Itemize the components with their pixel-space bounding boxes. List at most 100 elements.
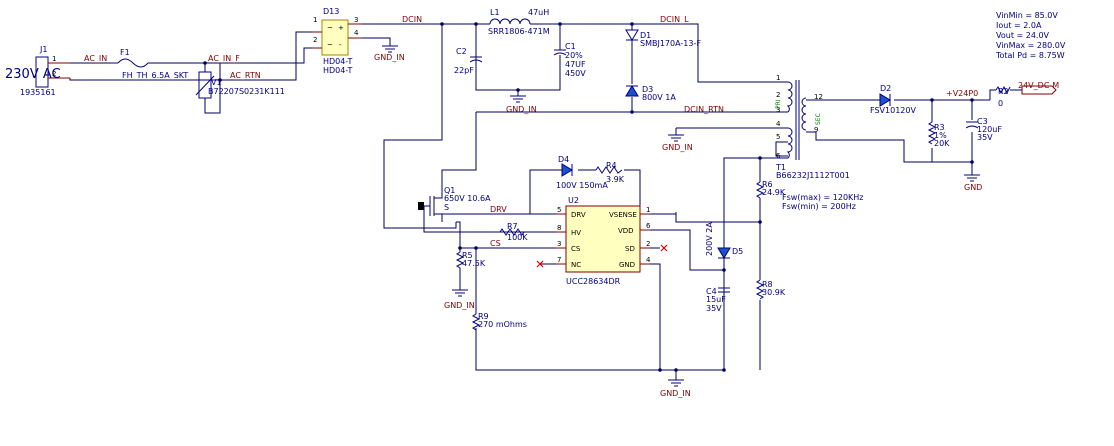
svg-text:VDD: VDD xyxy=(618,227,634,235)
diode-d3: D3 800V 1A xyxy=(625,85,676,102)
gnd-in-symbol-2: GND_IN xyxy=(506,95,537,114)
q1-pin-s: S xyxy=(444,203,449,212)
svg-text:6: 6 xyxy=(646,222,651,230)
l1-ref: L1 xyxy=(490,8,500,17)
svg-text:1: 1 xyxy=(313,16,317,24)
l1-part: SRR1806-471M xyxy=(488,27,550,36)
net-cs: CS xyxy=(490,239,501,248)
d4-ref: D4 xyxy=(558,155,569,164)
resistor-r3: R3 1% 20K xyxy=(927,121,950,148)
r7-value: 100K xyxy=(507,233,528,242)
t1-pri-label: PRI xyxy=(775,99,782,109)
d2-value: FSV10120V xyxy=(870,106,916,115)
spec-1: Iout = 2.0A xyxy=(996,21,1042,30)
connector-j1: J1 230V AC 1935161 1 2 xyxy=(5,45,70,97)
varistor-v1: V1 B72207S0231K111 xyxy=(195,71,285,99)
u2-ref: U2 xyxy=(568,196,579,205)
svg-text:GND_IN: GND_IN xyxy=(662,143,693,152)
inductor-l1: L1 47uH SRR1806-471M xyxy=(488,8,550,36)
resistor-r5: R5 47.5K xyxy=(455,251,486,269)
diode-d2: D2 FSV10120V xyxy=(870,84,916,115)
svg-text:12: 12 xyxy=(814,93,823,101)
net-ac-in-f: AC_IN_F xyxy=(208,54,240,63)
r2-value: 0 xyxy=(998,99,1003,108)
svg-text:GND: GND xyxy=(964,183,982,192)
svg-text:NC: NC xyxy=(571,261,581,269)
svg-text:2: 2 xyxy=(776,91,780,99)
svg-text:GND: GND xyxy=(619,261,635,269)
d3-value: 800V 1A xyxy=(642,93,676,102)
r9-value: 270 mOhms xyxy=(478,320,527,329)
svg-text:3: 3 xyxy=(776,106,780,114)
svg-text:4: 4 xyxy=(354,29,359,37)
t1-ref: T1 xyxy=(775,163,786,172)
gnd-symbol: GND xyxy=(964,174,982,192)
r4-ref: R4 xyxy=(606,161,617,170)
r8-value: 30.9K xyxy=(762,288,786,297)
f1-value: FH_TH_6.5A_SKT xyxy=(122,71,188,80)
c4-volt: 35V xyxy=(706,304,722,313)
d3-ref: D3 xyxy=(642,85,653,94)
bridge-d13: ~ + ~ - D13 HD04-T HD04-T 1 2 3 4 xyxy=(312,7,362,75)
svg-text:9: 9 xyxy=(814,126,818,134)
t1-sec-label: SEC xyxy=(815,113,822,125)
d5-value: 200V 2A xyxy=(705,222,714,256)
r7-ref: R7 xyxy=(507,222,518,231)
r3-value: 20K xyxy=(934,139,950,148)
fuse-f1: F1 FH_TH_6.5A_SKT xyxy=(117,48,188,80)
r3-tol: 1% xyxy=(934,131,947,140)
svg-text:VSENSE: VSENSE xyxy=(609,211,637,219)
svg-text:5: 5 xyxy=(776,133,780,141)
l1-value: 47uH xyxy=(528,8,549,17)
svg-text:8: 8 xyxy=(557,224,561,232)
svg-text:1: 1 xyxy=(776,74,780,82)
net-v24: +V24P0 xyxy=(946,89,978,98)
tvs-d1: D1 SMBJ170A-13-F xyxy=(625,29,701,48)
transformer-t1: 1 2 3 4 5 6 9 12 PRI SEC T1 B66232J1112T… xyxy=(775,74,850,180)
r6-value: 24.9K xyxy=(762,188,786,197)
junctions xyxy=(203,22,974,372)
svg-text:GND_IN: GND_IN xyxy=(660,389,691,398)
svg-text:GND_IN: GND_IN xyxy=(374,53,405,62)
q1-value: 650V 10.6A xyxy=(444,194,491,203)
svg-text:DRV: DRV xyxy=(571,211,586,219)
v1-value: B72207S0231K111 xyxy=(208,87,285,96)
c4-ref: C4 xyxy=(706,287,717,296)
r2-ref: R2 xyxy=(998,87,1009,96)
diode-d4: D4 100V 150mA xyxy=(556,155,608,190)
c2-ref: C2 xyxy=(456,47,467,56)
capacitor-c2: C2 22pF xyxy=(454,47,483,75)
q1-ref: Q1 xyxy=(444,186,455,195)
mosfet-q1: Q1 650V 10.6A S xyxy=(418,186,556,233)
svg-text:1: 1 xyxy=(646,206,650,214)
diode-d5: D5 200V 2A xyxy=(705,222,743,259)
svg-text:4: 4 xyxy=(646,256,651,264)
net-ac-rtn: AC_RTN xyxy=(230,71,261,80)
u2-part: UCC28634DR xyxy=(566,277,621,286)
resistor-r4: R4 3.9K xyxy=(595,161,625,184)
j1-ref: J1 xyxy=(39,45,47,54)
resistor-r7: R7 100K xyxy=(499,222,528,242)
d13-value2: HD04-T xyxy=(323,66,353,75)
svg-text:HV: HV xyxy=(571,229,581,237)
net-dcin-rtn: DCIN_RTN xyxy=(684,105,724,114)
svg-text:3: 3 xyxy=(354,16,358,24)
capacitor-c1: C1 20% 47UF 450V xyxy=(553,42,586,78)
capacitor-c3: C3 120uF 35V xyxy=(965,117,1002,142)
net-out: 24V_DC-M xyxy=(1018,81,1059,90)
resistor-r6: R6 24.9K xyxy=(755,180,786,199)
svg-text:5: 5 xyxy=(557,206,561,214)
svg-text:7: 7 xyxy=(557,256,561,264)
spec-0: VinMin = 85.0V xyxy=(996,11,1058,20)
f1-ref: F1 xyxy=(120,48,130,57)
svg-text:+: + xyxy=(338,24,344,32)
c1-value: 47UF xyxy=(565,60,586,69)
no-connect-marks xyxy=(536,244,668,268)
fsw-1: Fsw(min) = 200Hz xyxy=(782,202,856,211)
spec-4: Total Pd = 8.75W xyxy=(995,51,1065,60)
net-drv: DRV xyxy=(490,205,507,214)
r5-value: 47.5K xyxy=(462,259,486,268)
ic-u2: U2 UCC28634DR 5 DRV 8 HV 3 CS 7 NC 1 VSE… xyxy=(556,196,651,286)
gnd-in-symbol-4: GND_IN xyxy=(444,289,475,310)
